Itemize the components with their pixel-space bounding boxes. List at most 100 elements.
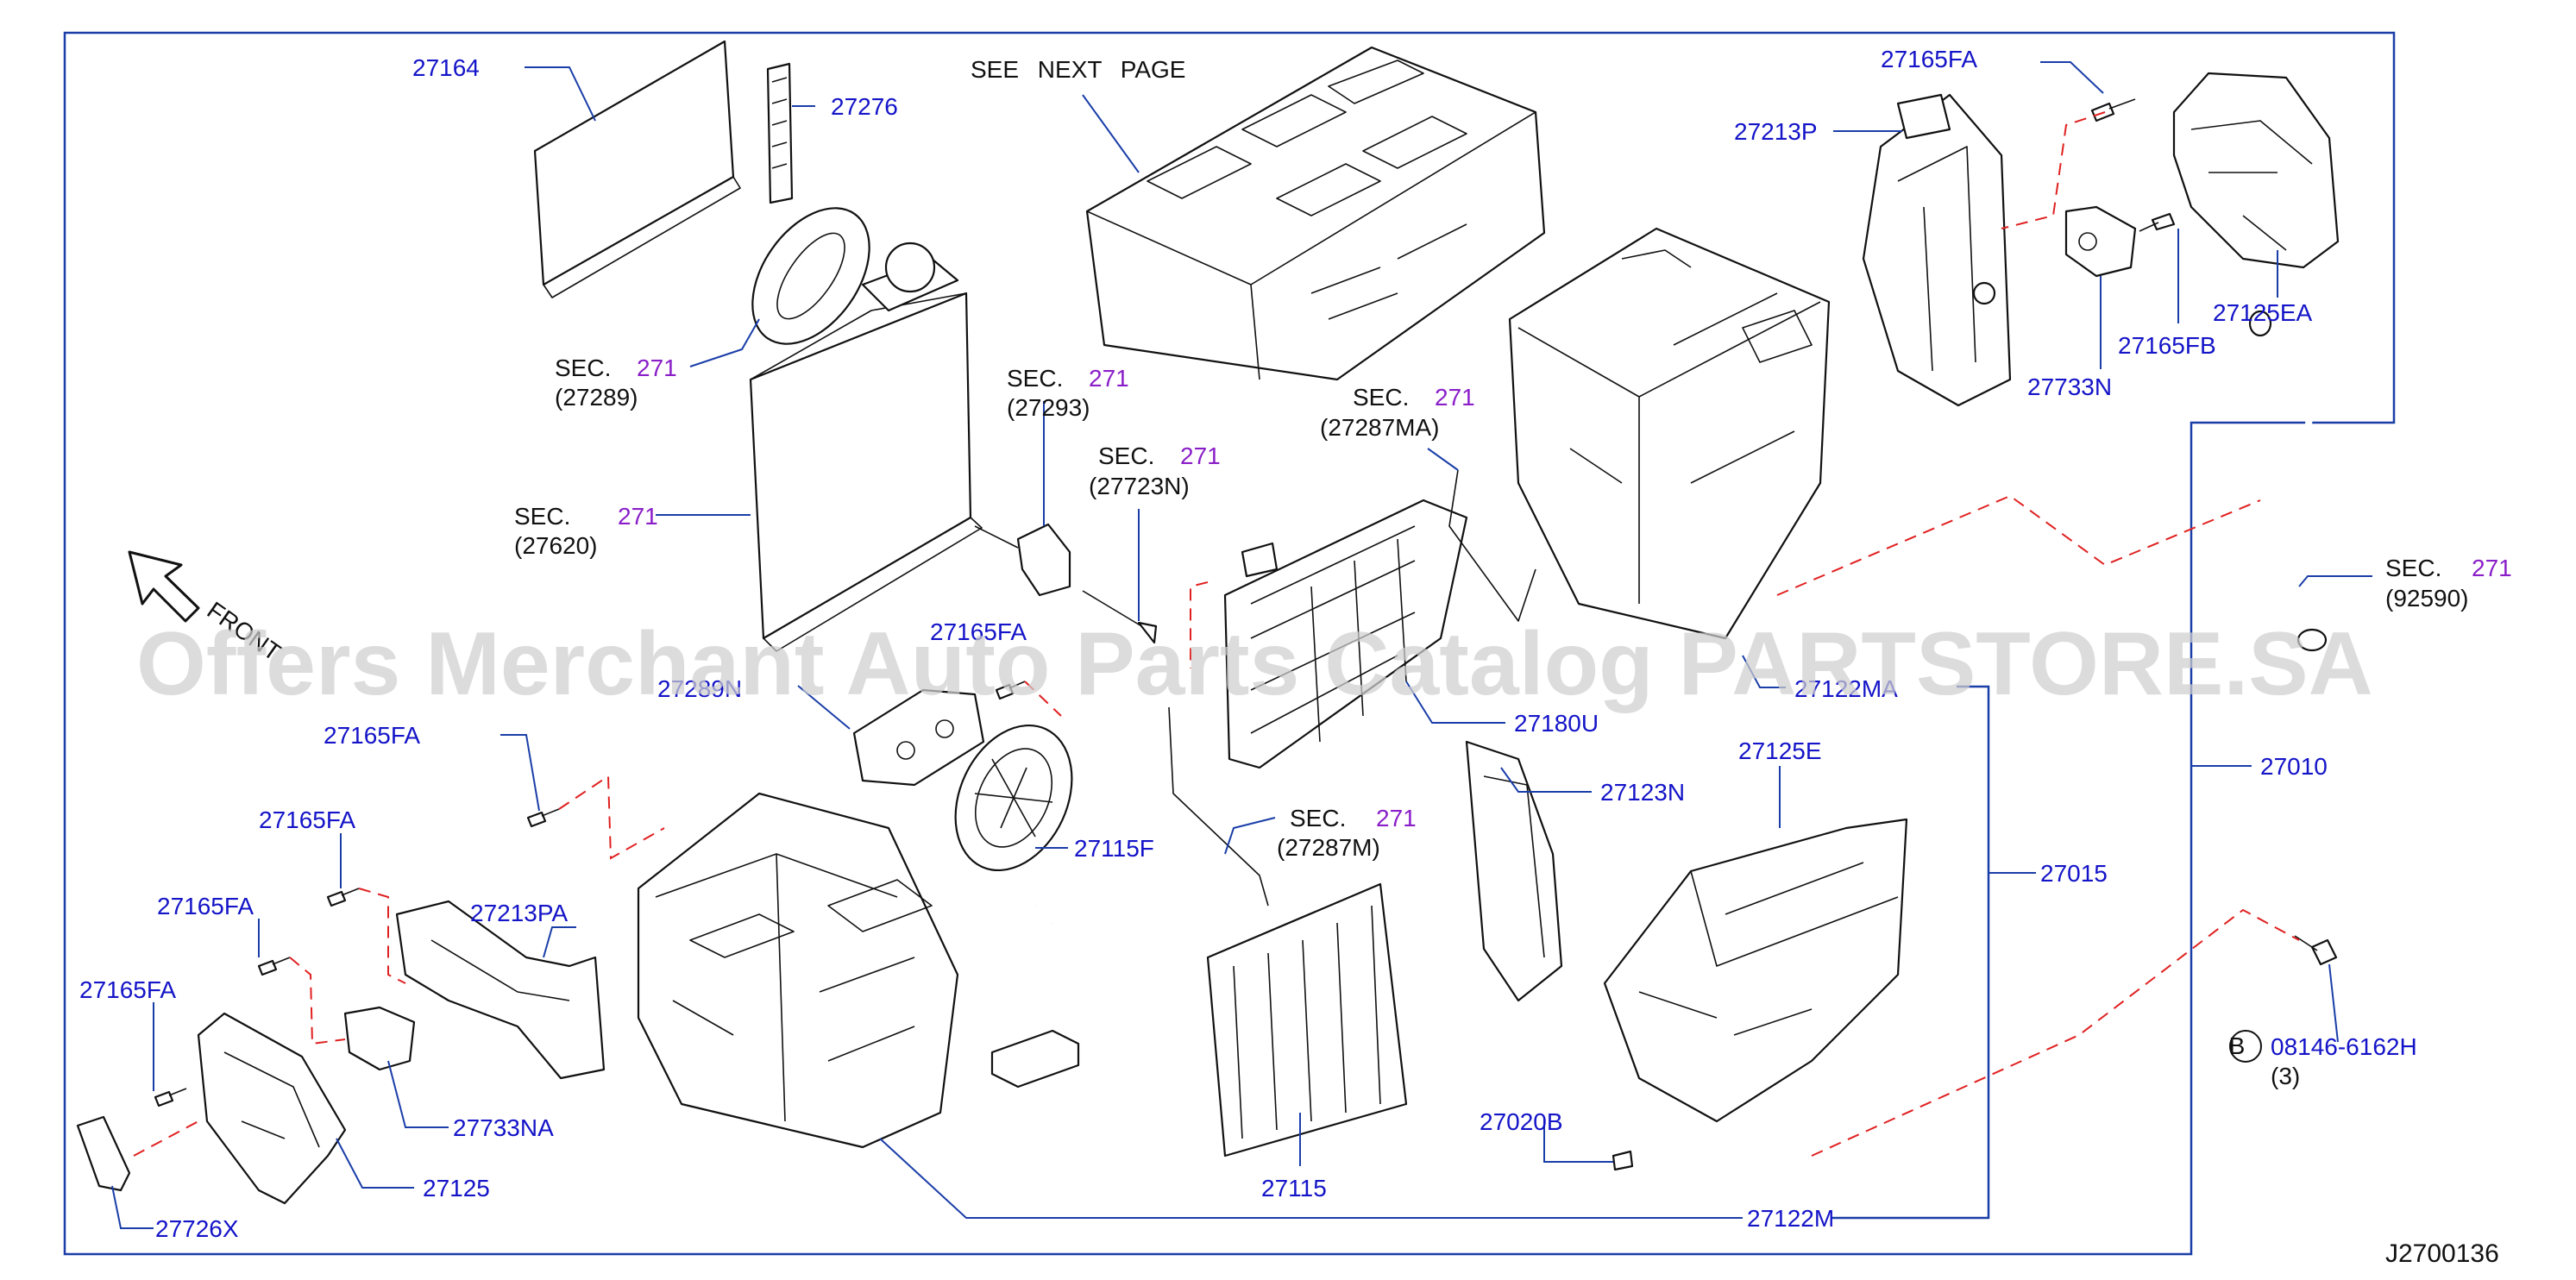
label-27115F: 27115F — [1074, 835, 1154, 862]
front-arrow-icon — [128, 550, 200, 623]
label-sec-27287M-num: 271 — [1376, 805, 1417, 831]
actuator-27213P-shape — [1862, 93, 2012, 407]
label-27010: 27010 — [2260, 753, 2328, 780]
seal-ring-shape — [751, 207, 870, 345]
label-sec-92590-num: 271 — [2472, 555, 2512, 581]
actuator-27213PA-shape — [395, 900, 606, 1080]
label-sec-27723N-num: 271 — [1180, 442, 1221, 469]
leader-27287MA — [1427, 448, 1459, 471]
duct-27125EA-shape — [2172, 72, 2340, 269]
label-sec-27287MA-num: 271 — [1435, 384, 1475, 411]
label-27165FA-top: 27165FA — [1881, 46, 1977, 72]
label-sec-27287M-prefix: SEC. — [1290, 805, 1346, 831]
filter-27164-shape — [533, 40, 741, 298]
motor-27733N-shape — [2064, 205, 2137, 278]
leader-27733NA — [387, 1060, 449, 1128]
label-27165FA-3: 27165FA — [157, 893, 254, 919]
label-27165FA-2: 27165FA — [259, 806, 355, 833]
label-27164: 27164 — [412, 54, 480, 81]
label-sec-27293-prefix: SEC. — [1007, 365, 1063, 392]
vent-frame-27180U-shape — [1223, 499, 1468, 769]
screw-mid — [995, 681, 1026, 700]
sensor-27726X-shape — [76, 1115, 131, 1192]
label-27180U: 27180U — [1514, 710, 1599, 737]
screw-lower-left-1 — [526, 808, 560, 828]
dash-lower-left-2 — [358, 888, 406, 984]
leader-27180U — [1405, 681, 1505, 724]
evaporator-shape — [749, 242, 983, 652]
bracket-27015 — [1831, 685, 1990, 1220]
label-sec-27293-num: 271 — [1089, 365, 1129, 392]
screw-upper-right — [2090, 98, 2136, 122]
label-sec-27723N-prefix: SEC. — [1098, 442, 1154, 469]
dash-lower-right — [1811, 908, 2300, 1157]
label-27020B: 27020B — [1480, 1108, 1563, 1135]
sensor-27723N-shape — [1082, 590, 1158, 644]
dash-fan — [1024, 681, 1062, 717]
label-27213PA: 27213PA — [470, 900, 568, 926]
heater-core-27115-shape — [1206, 882, 1408, 1158]
label-sec-27293: (27293) — [1007, 394, 1090, 421]
label-sec-27620-prefix: SEC. — [514, 503, 570, 530]
rod-27287MA — [1448, 469, 1536, 622]
label-27123N: 27123N — [1600, 779, 1685, 806]
diagram-frame — [63, 31, 2396, 1256]
bolt-symbol: B — [2229, 1032, 2246, 1059]
label-27165FA-mid: 27165FA — [930, 618, 1027, 645]
label-sec-27289-prefix: SEC. — [555, 355, 611, 381]
label-bolt-part: 08146-6162H — [2271, 1033, 2417, 1060]
motor-27733NA-shape — [343, 1006, 416, 1071]
leader-see-next — [1082, 94, 1140, 173]
screw-lower-left-3 — [257, 957, 291, 976]
label-27726X: 27726X — [155, 1215, 239, 1242]
label-27122MA: 27122MA — [1794, 675, 1898, 702]
label-27125E: 27125E — [1738, 737, 1822, 764]
label-27165FA-4: 27165FA — [79, 976, 176, 1003]
label-sec-92590: (92590) — [2385, 585, 2469, 612]
blower-housing-27122MA-shape — [1508, 227, 1831, 640]
label-see-next-page: SEE NEXT PAGE — [971, 56, 1185, 83]
label-27733NA: 27733NA — [453, 1114, 554, 1141]
diagram-code: J2700136 — [2385, 1239, 2499, 1268]
label-sec-27287M: (27287M) — [1277, 834, 1380, 861]
dash-lower-left-4 — [133, 1120, 199, 1157]
clip-27020B-shape — [1612, 1150, 1634, 1171]
leader-27165FA-top — [2040, 61, 2104, 94]
heater-pipes-shape — [1034, 903, 1218, 1102]
screw-lower-left-4 — [154, 1088, 187, 1107]
label-sec-27723N: (27723N) — [1089, 473, 1190, 499]
duct-27125-shape — [197, 1012, 347, 1205]
leader-27289N — [797, 685, 851, 730]
fan-27115F-shape — [954, 724, 1073, 872]
leader-27020B — [1543, 1117, 1613, 1163]
dash-mid-right — [1776, 494, 2261, 596]
dash-upper-right-1 — [2001, 111, 2106, 229]
label-27165FA-1: 27165FA — [324, 722, 420, 749]
label-sec-27287MA: (27287MA) — [1320, 414, 1440, 441]
label-27289N: 27289N — [657, 675, 742, 702]
rod-27287M — [1168, 706, 1269, 907]
label-sec-27620-num: 271 — [618, 503, 658, 530]
watermark-text: Offers Merchant Auto Parts Catalog PARTS… — [136, 614, 2373, 714]
label-bolt-qty: (3) — [2271, 1063, 2300, 1089]
label-27125EA: 27125EA — [2213, 299, 2313, 326]
label-sec-27620: (27620) — [514, 532, 598, 559]
label-27165FB: 27165FB — [2118, 332, 2216, 359]
label-27276: 27276 — [831, 93, 898, 120]
upper-heater-unit-shape — [1085, 46, 1546, 381]
leader-bolt — [2328, 963, 2339, 1043]
foam-block-27289N-shape — [852, 688, 985, 787]
leader-27123N — [1500, 767, 1592, 793]
label-sec-27289: (27289) — [555, 384, 638, 411]
screw-lower-left-2 — [326, 888, 360, 907]
strip-27276-shape — [766, 62, 794, 204]
label-27213P: 27213P — [1734, 118, 1818, 145]
dash-27180U-1 — [1190, 581, 1209, 668]
dash-lower-left-1 — [558, 775, 665, 860]
leader-27122MA — [1742, 655, 1786, 688]
bolt-08146-shape — [2294, 935, 2338, 966]
leader-27287M — [1224, 817, 1276, 855]
small-bracket-shape — [990, 1029, 1080, 1089]
dash-lower-left-3 — [289, 957, 346, 1045]
hose-92590-shape — [2248, 310, 2328, 652]
